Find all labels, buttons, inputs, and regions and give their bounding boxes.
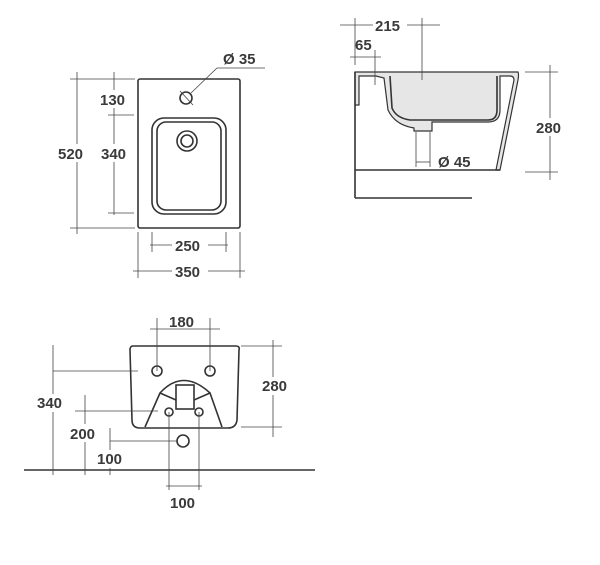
drain-outer: [176, 130, 198, 152]
supply-height-label: 200: [70, 426, 95, 443]
bowl-length-label: 340: [101, 146, 126, 163]
ceramic-section: [354, 71, 520, 171]
side-height-label: 280: [536, 120, 561, 137]
bidet-outline-top: [137, 78, 241, 229]
fixing-spacing-label: 180: [169, 314, 194, 331]
side-tap-offset-label: 65: [355, 37, 372, 54]
top-view: Ø 35 520 130 340 250 350: [55, 51, 265, 281]
tap-hole-diameter-label: Ø 35: [223, 51, 256, 68]
rear-height-label: 280: [262, 378, 287, 395]
rear-arch: [144, 379, 223, 428]
tap-hole: [179, 91, 193, 105]
side-view: 215 65 280 Ø 45: [340, 16, 568, 199]
bowl-inner: [156, 121, 222, 211]
bowl-width-label: 250: [175, 238, 200, 255]
overall-length-label: 520: [58, 146, 83, 163]
drain-diameter-label: Ø 45: [438, 154, 471, 171]
drain-hole: [176, 434, 190, 448]
rear-view: 180 280 340 200 100 100: [24, 314, 315, 512]
fixing-height-label: 340: [37, 395, 62, 412]
bowl-outer: [151, 117, 227, 215]
tap-leader: [190, 67, 265, 94]
bowl-center-depth-label: 215: [375, 18, 400, 35]
drain-inner: [180, 134, 194, 148]
bidet-outline-rear: [129, 345, 240, 429]
supply-spacing-label: 100: [170, 495, 195, 512]
overall-width-label: 350: [175, 264, 200, 281]
bowl-interior: [389, 75, 498, 121]
tap-offset-label: 130: [100, 92, 125, 109]
drain-height-label: 100: [97, 451, 122, 468]
rear-channel: [175, 384, 195, 410]
